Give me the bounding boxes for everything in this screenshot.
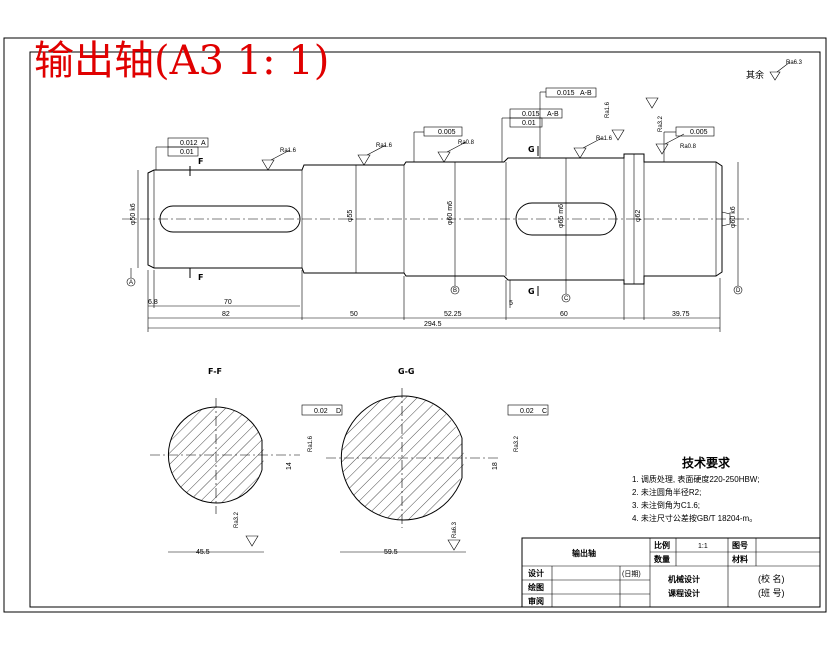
svg-text:C: C	[542, 408, 547, 415]
svg-text:材料: 材料	[732, 554, 748, 564]
requirement-2: 2. 未注圆角半径R2;	[632, 487, 701, 497]
section-g-g-label: G-G	[398, 367, 414, 376]
svg-text:0.02: 0.02	[314, 408, 328, 415]
section-mark-g-top: G	[528, 145, 535, 154]
length-dimensions: 6.8 70 82 50 52.25 5 60 39.75 294.5	[147, 270, 721, 332]
technical-requirements: 技术要求 1. 调质处理, 表面硬度220-250HBW; 2. 未注圆角半径R…	[632, 455, 759, 523]
svg-text:0.005: 0.005	[438, 129, 456, 136]
svg-text:Ra0.8: Ra0.8	[680, 144, 697, 150]
sec1-depth: 14	[286, 462, 293, 470]
dim-60: 60	[560, 311, 568, 318]
svg-text:比例: 比例	[654, 540, 670, 550]
datum-a: A	[126, 268, 136, 287]
section-mark-g-bottom: G	[528, 287, 535, 296]
shaft-outline	[147, 153, 723, 285]
roughness-other-value: Ra6.3	[786, 60, 803, 66]
svg-text:Ra1.6: Ra1.6	[596, 136, 613, 142]
tolerance-frame-1: 0.012 A 0.01	[155, 137, 209, 170]
datum-d: D	[733, 276, 743, 295]
svg-text:A-B: A-B	[580, 90, 592, 97]
svg-text:B: B	[453, 288, 457, 294]
dim-dia-2: φ55	[347, 210, 354, 222]
svg-text:(校 名): (校 名)	[758, 573, 785, 584]
svg-text:Ra6.3: Ra6.3	[452, 521, 458, 538]
part-name: 输出轴	[572, 548, 596, 558]
datum-b: B	[450, 276, 460, 295]
tolerance-frame-7: 0.005	[663, 126, 715, 162]
section-mark-f-top: F	[198, 157, 203, 166]
svg-text:0.005: 0.005	[690, 129, 708, 136]
dim-39-75: 39.75	[672, 311, 690, 318]
requirement-1: 1. 调质处理, 表面硬度220-250HBW;	[632, 474, 759, 484]
svg-text:Ra0.8: Ra0.8	[458, 140, 475, 146]
shaft-main-view: φ50 k6 φ55 φ60 m6 φ65 m6 φ62 φ60 k6 A B …	[122, 145, 752, 303]
svg-text:审阅: 审阅	[528, 596, 544, 606]
roughness-symbol-other	[769, 61, 791, 81]
svg-text:0.02: 0.02	[520, 408, 534, 415]
svg-text:A-B: A-B	[547, 111, 559, 118]
dim-82: 82	[222, 311, 230, 318]
section-f-f: F-F 0.02 D 14 Ra1.6 Ra3.2 45.5	[150, 367, 343, 556]
svg-text:0.015: 0.015	[522, 111, 540, 118]
tolerance-frame-4: 0.015 A-B 0.01	[501, 108, 563, 162]
tolerance-frame-6: 0.015 A-B	[539, 87, 597, 158]
dim-70: 70	[224, 299, 232, 306]
svg-text:0.01: 0.01	[180, 149, 194, 156]
dim-5: 5	[509, 300, 513, 307]
datum-c: C	[561, 280, 571, 303]
svg-text:绘图: 绘图	[528, 582, 544, 592]
svg-text:Ra3.2: Ra3.2	[514, 435, 520, 452]
section-mark-f-bottom: F	[198, 273, 203, 282]
sec1-width: 45.5	[196, 549, 210, 556]
svg-text:D: D	[336, 408, 341, 415]
requirement-3: 3. 未注倒角为C1.6;	[632, 500, 700, 510]
svg-text:0.015: 0.015	[557, 90, 575, 97]
section-f-f-label: F-F	[208, 367, 222, 376]
svg-text:(日期): (日期)	[622, 570, 641, 578]
inner-frame	[29, 51, 821, 608]
dim-6-8: 6.8	[148, 299, 158, 306]
svg-text:A: A	[201, 140, 206, 147]
section-g-g: G-G 0.02 C 18 Ra3.2 Ra6.3 59.5	[326, 367, 549, 556]
outer-frame	[3, 37, 827, 613]
requirements-title: 技术要求	[682, 455, 731, 470]
svg-text:D: D	[736, 288, 741, 294]
other-surfaces-label: 其余	[746, 69, 764, 80]
dim-52-25: 52.25	[444, 311, 462, 318]
svg-text:1:1: 1:1	[698, 543, 708, 550]
svg-text:A: A	[129, 280, 133, 286]
roughness-symbols: Ra1.6 Ra1.6 Ra0.8 Ra1.6 Ra0.8 Ra1.6 Ra3.…	[261, 97, 697, 171]
svg-text:图号: 图号	[732, 541, 748, 550]
requirement-4: 4. 未注尺寸公差按GB/T 18204-m。	[632, 513, 757, 523]
dim-dia-6: φ60 k6	[730, 206, 737, 228]
svg-text:0.012: 0.012	[180, 140, 198, 147]
dim-294-5: 294.5	[424, 321, 442, 328]
svg-text:Ra3.2: Ra3.2	[658, 115, 664, 132]
svg-text:Ra1.6: Ra1.6	[376, 143, 393, 149]
sec2-depth: 18	[492, 462, 499, 470]
keyway-left	[159, 205, 301, 233]
dim-dia-1: φ50 k6	[130, 203, 137, 225]
dim-50: 50	[350, 311, 358, 318]
dim-dia-3: φ60 m6	[447, 201, 454, 225]
svg-text:Ra1.6: Ra1.6	[605, 101, 611, 118]
svg-text:机械设计: 机械设计	[668, 574, 700, 584]
svg-text:Ra1.6: Ra1.6	[280, 148, 297, 154]
tolerance-frame-3: 0.005	[413, 126, 463, 162]
svg-text:(班 号): (班 号)	[758, 587, 785, 598]
svg-text:数量: 数量	[654, 554, 670, 564]
dim-dia-4: φ65 m6	[558, 204, 565, 228]
svg-text:设计: 设计	[528, 568, 544, 578]
svg-text:0.01: 0.01	[522, 120, 536, 127]
center-hole	[721, 211, 731, 227]
svg-text:Ra3.2: Ra3.2	[234, 511, 240, 528]
svg-text:C: C	[564, 296, 569, 302]
drawing-title: 输出轴(A3 1: 1)	[34, 38, 329, 84]
dim-dia-5: φ62	[635, 210, 642, 222]
sec2-width: 59.5	[384, 549, 398, 556]
title-block: 输出轴 比例 1:1 图号 数量 材料 设计 (日期) 绘图 审阅 机械设计 课…	[521, 537, 821, 608]
svg-text:Ra1.6: Ra1.6	[308, 435, 314, 452]
svg-text:课程设计: 课程设计	[668, 588, 700, 598]
